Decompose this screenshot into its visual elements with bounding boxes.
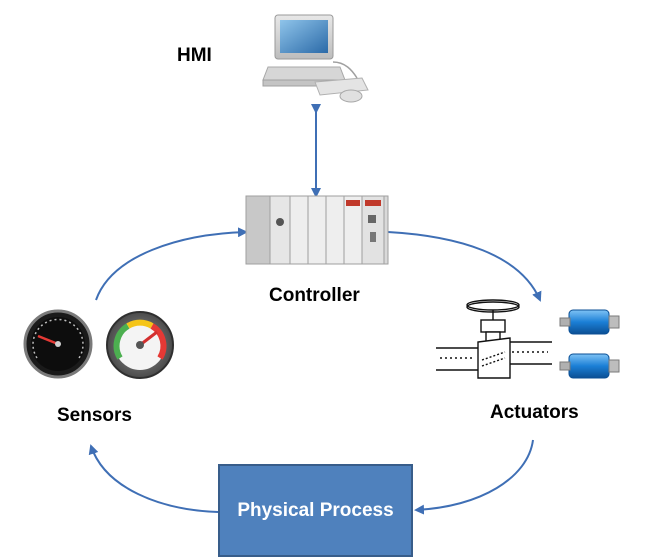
physical-process-label: Physical Process	[237, 499, 394, 521]
controller-label: Controller	[269, 285, 360, 306]
computer-icon	[262, 14, 369, 103]
valve-icon	[436, 299, 552, 379]
sensors-to-controller-arrow	[95, 227, 248, 301]
motor-icon	[559, 309, 620, 379]
hmi-label: HMI	[177, 45, 212, 66]
actuators-to-process-arrow	[414, 439, 534, 515]
physical-process-box: Physical Process	[218, 464, 413, 557]
sensors-label: Sensors	[57, 405, 132, 426]
controller-to-actuators-arrow	[387, 231, 542, 302]
process-to-sensors-arrow	[88, 444, 219, 513]
plc-controller-icon	[245, 195, 389, 265]
actuators-label: Actuators	[490, 402, 579, 423]
pressure-gauge-icon	[106, 311, 174, 379]
tachometer-icon	[23, 309, 93, 379]
